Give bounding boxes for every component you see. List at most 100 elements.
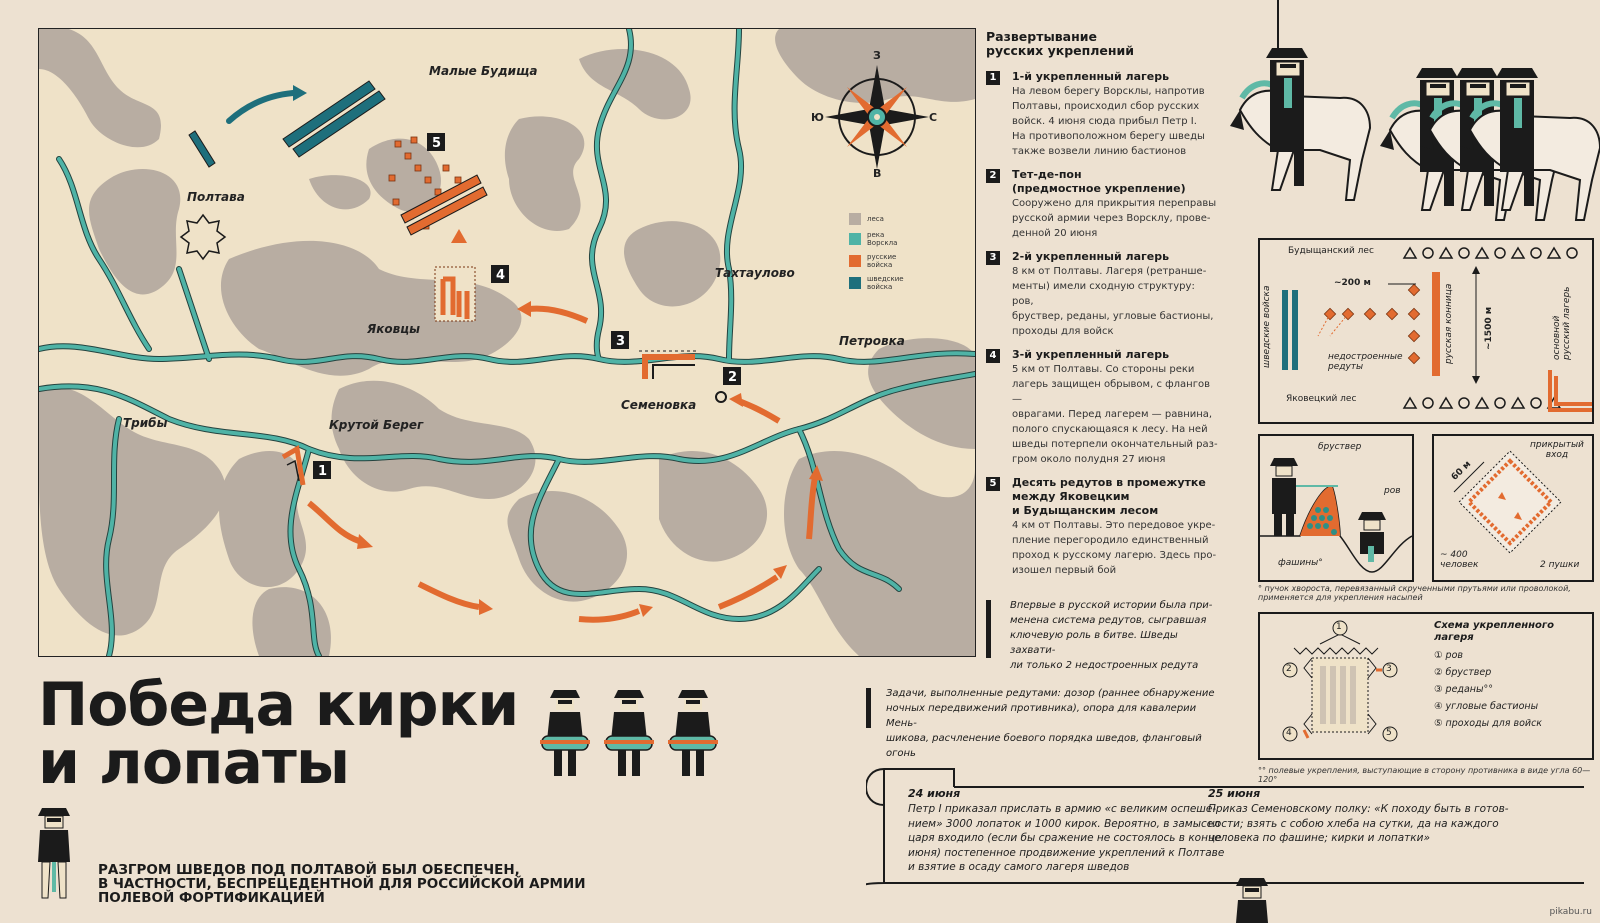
legend-forest: леса <box>867 215 884 223</box>
legend-river-2: Ворскла <box>867 239 897 247</box>
step-4: 4 3-й укрепленный лагерь 5 км от Полтавы… <box>986 348 1218 467</box>
svg-text:5: 5 <box>432 136 441 151</box>
svg-text:2: 2 <box>728 370 737 385</box>
russian-cavalry <box>400 174 488 236</box>
redoubt-tasks-note: Задачи, выполненные редутами: дозор (ран… <box>866 686 1226 761</box>
scroll-shape <box>866 768 1584 901</box>
scheme-num-4: 4 <box>1286 728 1292 738</box>
label-covered-entrance: прикрытый вход <box>1530 440 1584 460</box>
parapet-diagram <box>1260 458 1412 573</box>
step-number: 2 <box>986 169 1000 183</box>
redoubt-layout-diagram <box>1282 246 1592 412</box>
river-vorskla <box>39 29 975 656</box>
scheme-item-2: ② бруствер <box>1434 667 1492 678</box>
redoubt-detail-panel: 60 м прикрытый вход ~ 400 человек 2 пушк… <box>1432 434 1594 582</box>
place-malye-budishcha: Малые Будища <box>429 64 537 78</box>
forest-areas <box>39 29 975 656</box>
step-text: На левом берегу Ворсклы, напротив Полтав… <box>1012 86 1205 157</box>
note-text: Впервые в русской истории была при- мене… <box>1010 600 1213 671</box>
legend-swedish-2: войска <box>867 283 892 291</box>
poltava-fortress-icon <box>179 213 227 261</box>
svg-text:1: 1 <box>318 464 327 479</box>
step-title: 3-й укрепленный лагерь <box>1012 348 1170 361</box>
camp-scheme-panel: 1 2 3 4 5 Схема укрепленного лагеря ① ро… <box>1258 612 1594 760</box>
label-cavalry: русская конница <box>1444 283 1454 364</box>
label-1500m: ~1500 м <box>1484 306 1494 350</box>
order-text-1: Петр I приказал прислать в армию «с вели… <box>908 803 1225 873</box>
note-bar <box>866 688 871 728</box>
step-title: 2-й укрепленный лагерь <box>1012 250 1170 263</box>
legend-russian-1: русские <box>867 253 896 261</box>
camp-scheme-diagram <box>1282 620 1398 742</box>
label-forest-bottom: Яковецкий лес <box>1286 394 1357 404</box>
label-fascines: фашины° <box>1278 558 1323 568</box>
legend-swatch-river <box>849 233 861 245</box>
legend-russian-2: войска <box>867 261 892 269</box>
place-yakovtsy: Яковцы <box>366 322 420 336</box>
redoubt-note: Впервые в русской истории была при- мене… <box>986 598 1226 673</box>
footnote-fascine: ° пучок хвороста, перевязанный скрученны… <box>1258 584 1571 602</box>
redoubt-layout-panel: Будыщанский лес Яковецкий лес ~200 м нед… <box>1258 238 1594 424</box>
legend-swatch-russian <box>849 255 861 267</box>
scheme-title: Схема укрепленного лагеря <box>1434 620 1555 643</box>
battle-map: З В Ю С леса река Ворскла русские войска… <box>38 28 976 657</box>
swedish-troops <box>188 80 386 168</box>
label-guns: 2 пушки <box>1540 560 1580 570</box>
camp-1-icon <box>281 445 306 486</box>
step-text: 5 км от Полтавы. Со стороны реки лагерь … <box>1012 364 1218 465</box>
svg-text:4: 4 <box>496 268 505 283</box>
step-title: Тет-де-пон (предмостное укрепление) <box>1012 168 1186 195</box>
step-5: 5 Десять редутов в промежутке между Яков… <box>986 476 1218 578</box>
label-swedish: шведские войска <box>1262 285 1272 369</box>
legend-swatch-forest <box>849 213 861 225</box>
footnote-redans: °° полевые укрепления, выступающие в сто… <box>1258 766 1591 784</box>
legend-river-1: река <box>867 231 884 239</box>
legend-swedish-1: шведские <box>867 275 904 283</box>
step-text: 8 км от Полтавы. Лагеря (ретранше- менты… <box>1012 266 1214 337</box>
soldiers-with-shovels-icon <box>540 689 719 777</box>
label-men: ~ 400 человек <box>1440 550 1479 570</box>
scheme-item-5: ⑤ проходы для войск <box>1434 718 1543 729</box>
watermark: pikabu.ru <box>1549 907 1592 917</box>
compass-icon <box>825 65 929 169</box>
step-number: 4 <box>986 349 1000 363</box>
marker-2: 2 <box>723 367 741 385</box>
swedish-arrowhead-icon <box>293 85 307 101</box>
svg-text:3: 3 <box>616 334 625 349</box>
step-3: 3 2-й укрепленный лагерь 8 км от Полтавы… <box>986 250 1218 339</box>
note-bar <box>986 600 991 658</box>
label-forest-top: Будыщанский лес <box>1288 246 1374 256</box>
steps-heading: Развертывание русских укреплений <box>986 29 1135 58</box>
cavalry-illustration <box>1230 0 1600 232</box>
legend-swatch-swedish <box>849 277 861 289</box>
russian-arrowheads <box>357 301 823 617</box>
marker-1: 1 <box>313 461 331 479</box>
step-number: 5 <box>986 477 1000 491</box>
russian-movement-arrows <box>307 305 818 623</box>
map-canvas: З В Ю С леса река Ворскла русские войска… <box>39 29 975 656</box>
marker-4: 4 <box>491 265 509 283</box>
soldier-icon <box>38 808 70 899</box>
label-unfinished-redoubts: недостроенные редуты <box>1328 352 1403 372</box>
place-takhtaulovo: Тахтаулово <box>715 266 795 280</box>
step-text: Сооружено для прикрытия переправы русско… <box>1012 198 1217 239</box>
map-legend: леса река Ворскла русские войска шведски… <box>849 213 904 291</box>
compass-label-n: З <box>873 49 881 62</box>
step-2: 2 Тет-де-пон (предмостное укрепление) Со… <box>986 168 1218 241</box>
step-text: 4 км от Полтавы. Это передовое укре- пле… <box>1012 520 1217 576</box>
label-200m: ~200 м <box>1334 278 1371 288</box>
scheme-num-5: 5 <box>1386 728 1392 738</box>
label-main-camp: основной русский лагерь <box>1552 286 1572 360</box>
camp-3-icon <box>434 266 476 322</box>
place-semenovka: Семеновка <box>621 398 696 412</box>
camp-2-icon <box>639 350 699 379</box>
place-poltava: Полтава <box>187 190 245 204</box>
fortification-steps: Развертывание русских укреплений 1 1-й у… <box>986 30 1218 587</box>
step-number: 3 <box>986 251 1000 265</box>
place-petrovka: Петровка <box>839 334 905 348</box>
orders-scroll: 24 июня Петр I приказал прислать в армию… <box>866 761 1586 901</box>
scheme-item-3: ③ реданы°° <box>1434 684 1494 695</box>
label-breastwork: бруствер <box>1318 442 1362 452</box>
place-triby: Трибы <box>123 416 168 430</box>
place-krutoy-bereg: Крутой Берег <box>329 418 424 432</box>
